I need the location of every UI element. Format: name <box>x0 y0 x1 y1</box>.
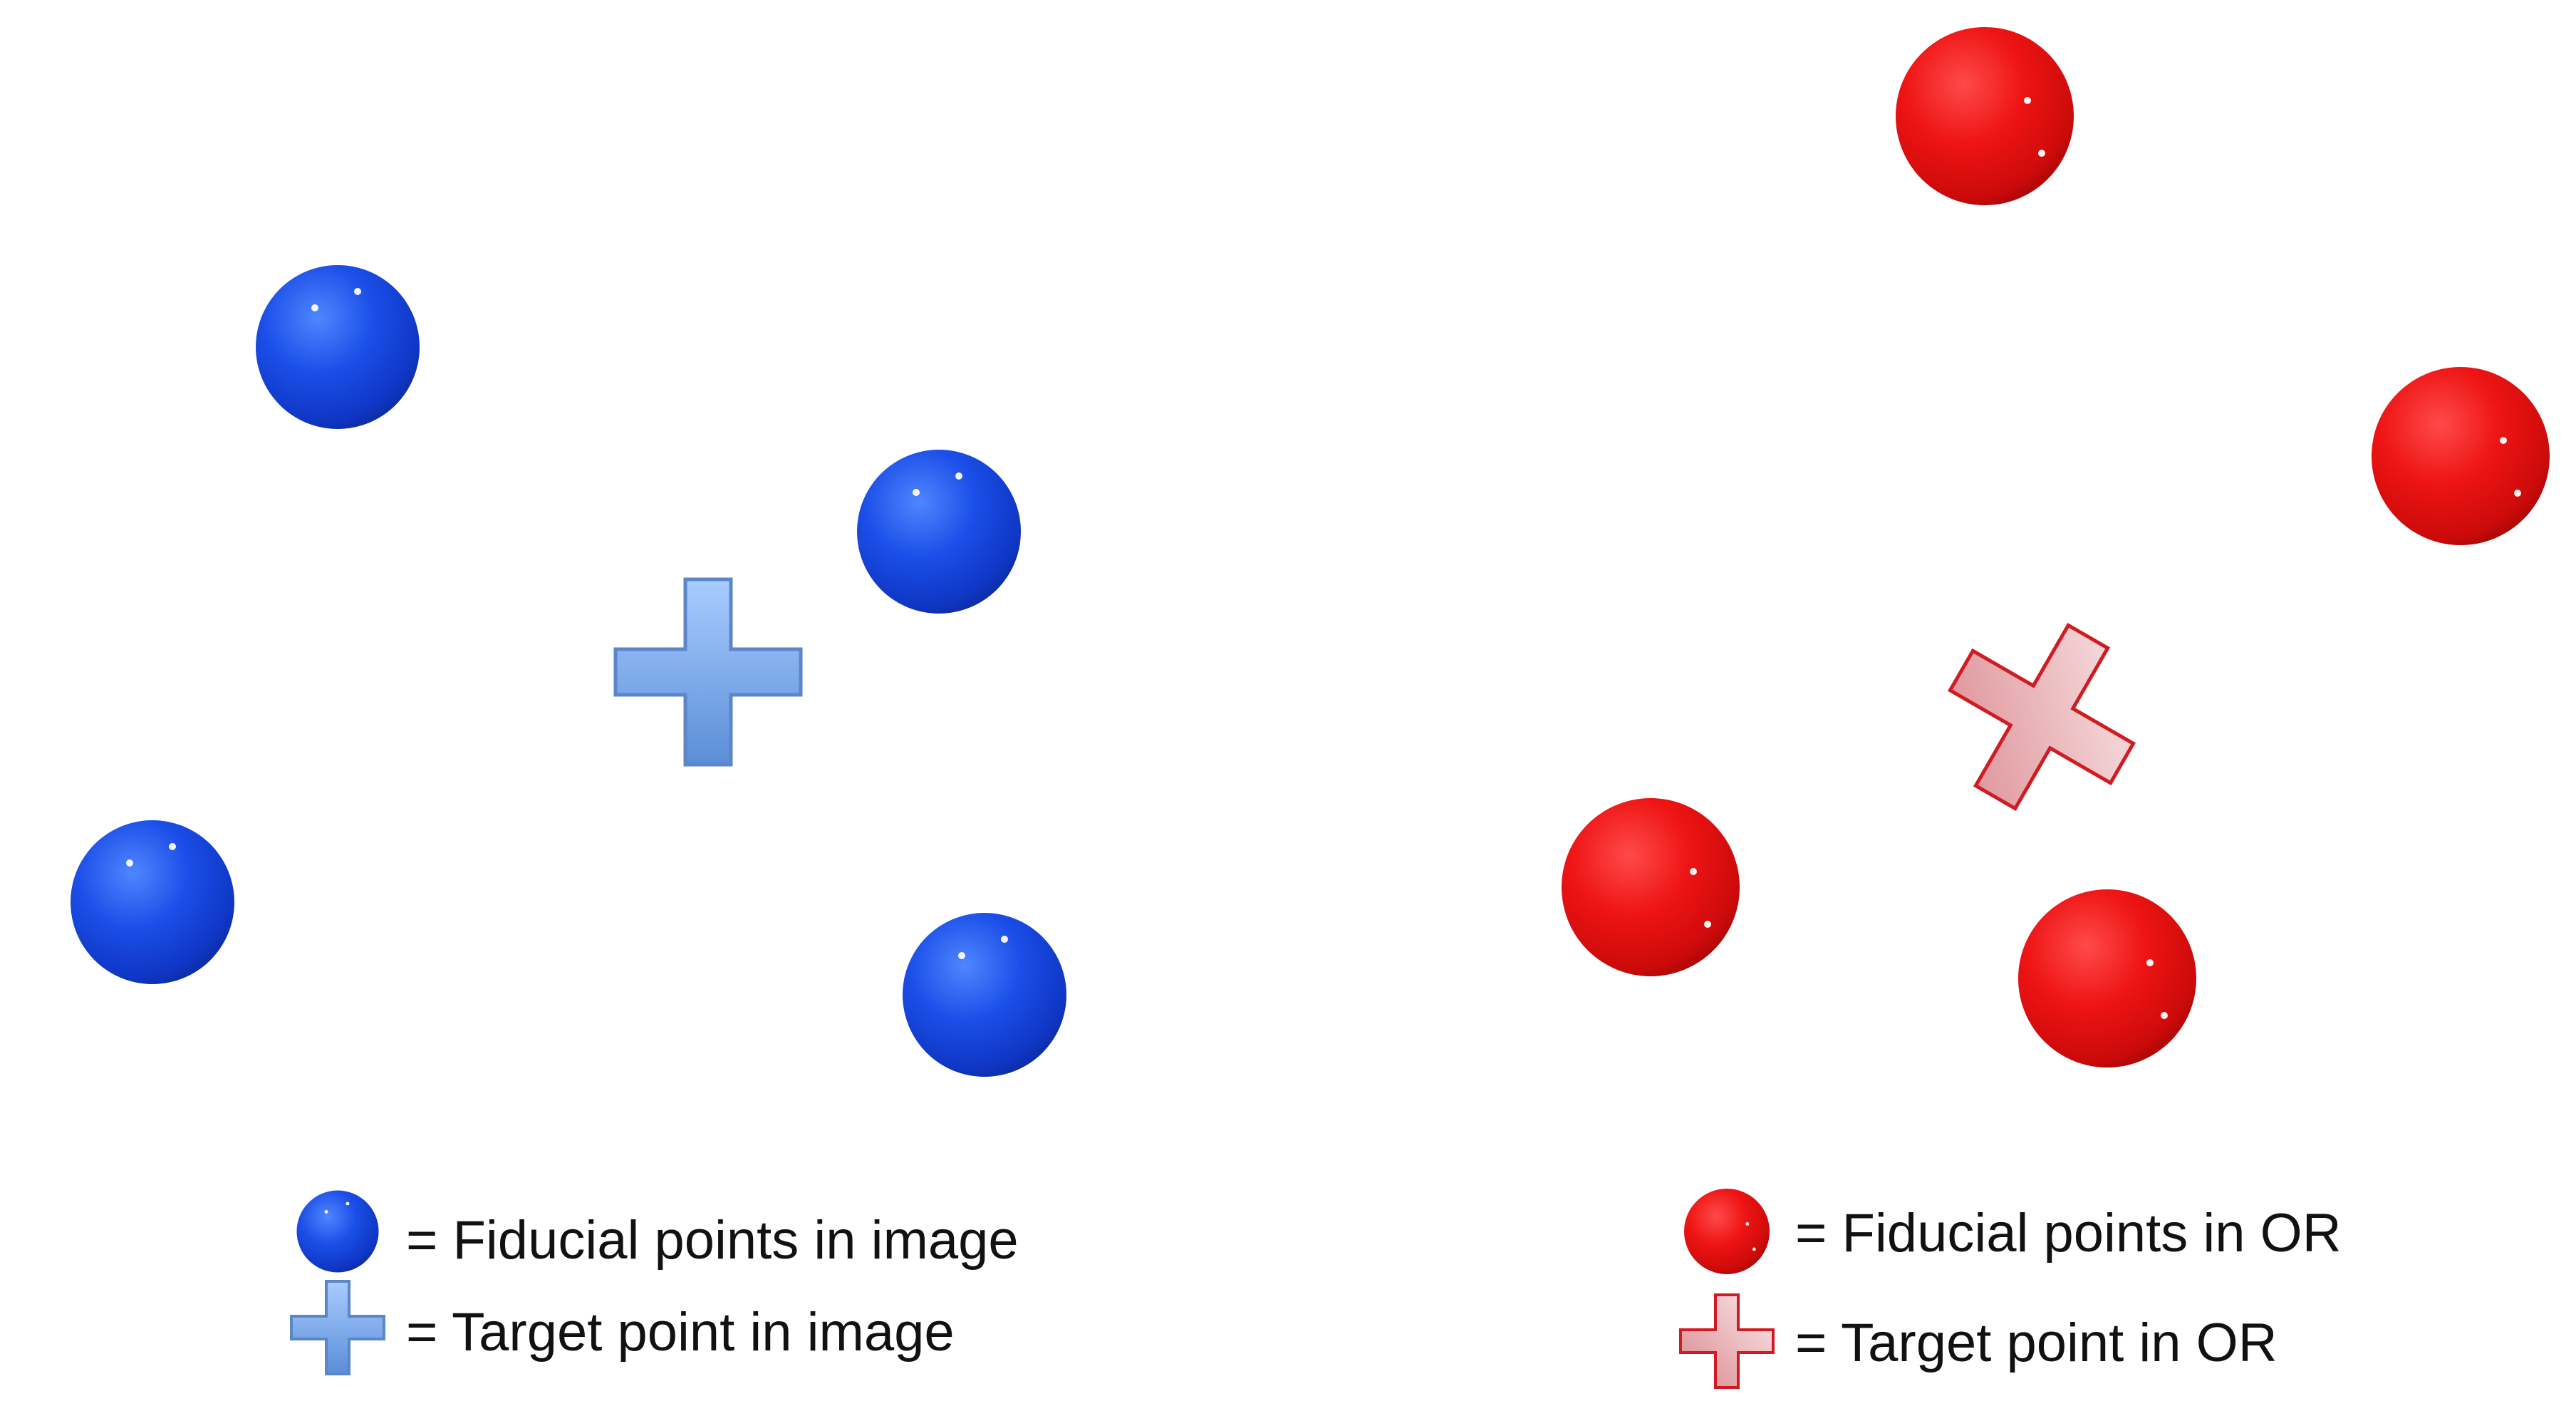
legend-image-target-icon <box>290 1280 385 1375</box>
or-fiducial-point <box>1896 27 2074 205</box>
legend-image-fiducial-label: = Fiducial points in image <box>406 1210 1019 1271</box>
legend-image-fiducial-icon <box>296 1190 379 1273</box>
image-fiducial-point <box>71 820 234 984</box>
image-target-point <box>616 579 801 765</box>
image-fiducial-point <box>256 265 420 429</box>
image-fiducial-point <box>903 913 1066 1077</box>
or-fiducial-point <box>2372 367 2550 545</box>
or-fiducial-point <box>1562 798 1740 976</box>
legend-or-target-label: = Target point in OR <box>1795 1313 2278 1373</box>
legend-image-target-label: = Target point in image <box>406 1302 955 1363</box>
legend-or-fiducial-label: = Fiducial points in OR <box>1795 1203 2342 1263</box>
legend-or-target-icon <box>1679 1293 1775 1389</box>
or-target-point <box>1915 590 2168 843</box>
or-fiducial-point <box>2018 889 2196 1068</box>
legend-or-fiducial-icon <box>1684 1189 1770 1274</box>
image-fiducial-point <box>857 450 1021 614</box>
